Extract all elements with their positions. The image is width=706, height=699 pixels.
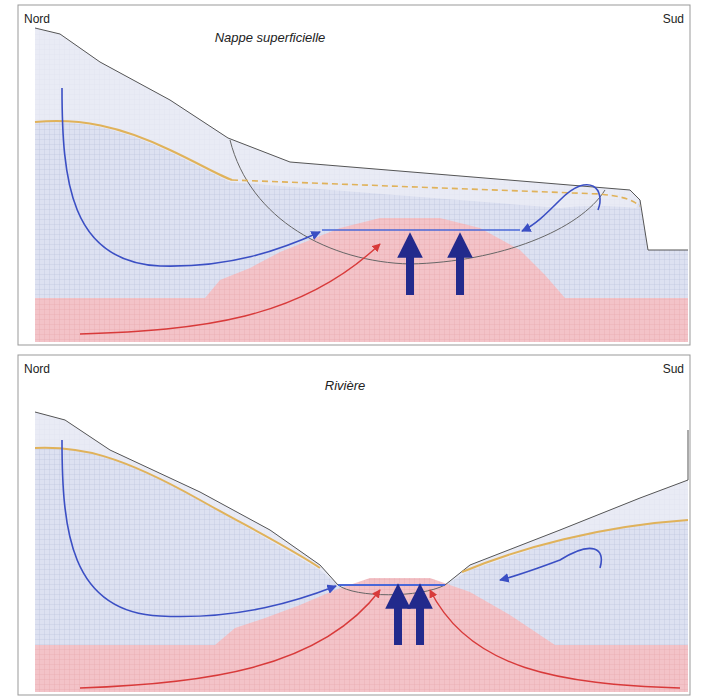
label-holder: Sud — [663, 359, 684, 377]
panel-title: Rivière — [325, 378, 365, 393]
panel-title: Nappe superficielle — [215, 30, 326, 45]
label-holder: Sud — [663, 9, 684, 27]
direction-label: Nord — [24, 12, 50, 26]
label-holder: Nord — [24, 9, 50, 27]
label-holder: Nappe superficielle — [215, 28, 326, 46]
direction-label: Sud — [663, 362, 684, 376]
direction-label: Sud — [663, 12, 684, 26]
label-holder: Nord — [24, 359, 50, 377]
direction-label: Nord — [24, 362, 50, 376]
label-holder: Rivière — [325, 376, 365, 394]
